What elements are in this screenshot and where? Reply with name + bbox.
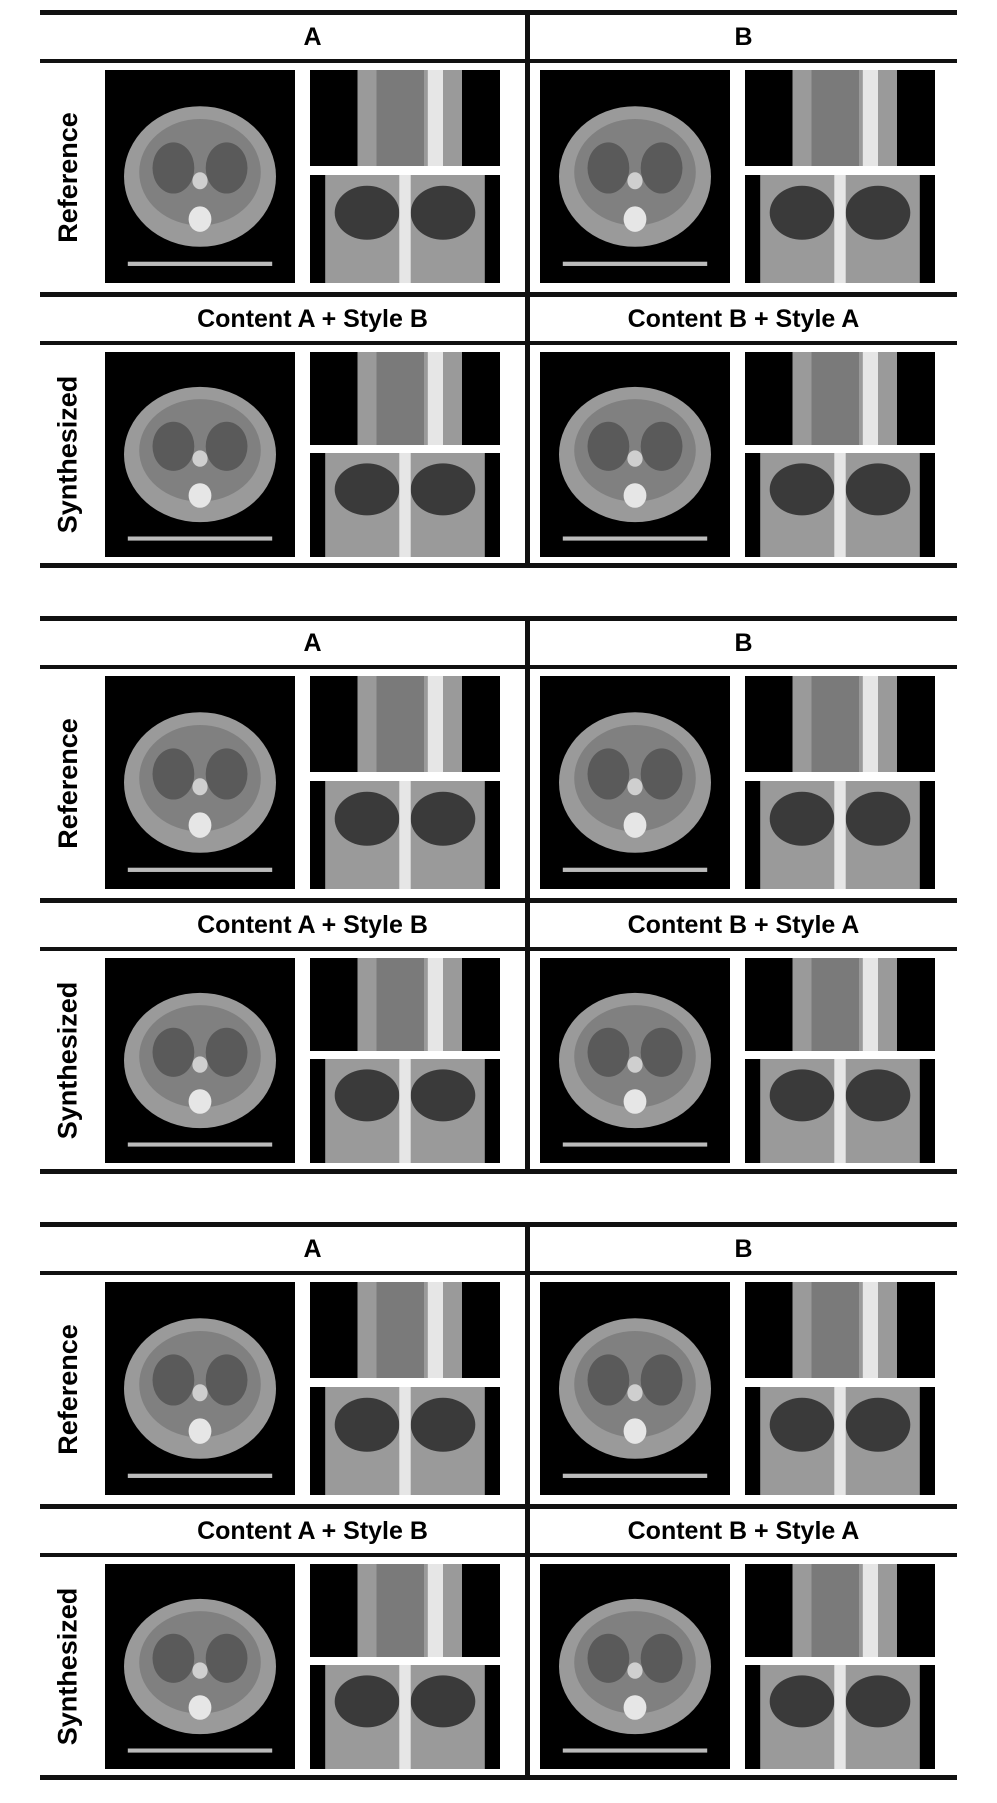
- subheader-content-b-style-a: Content B + Style A: [627, 305, 860, 333]
- row-label-reference: Reference: [52, 718, 83, 849]
- axial-ct-scan: [105, 676, 295, 889]
- coronal-ct-scan: [310, 1059, 500, 1163]
- sagittal-ct-scan: [745, 352, 935, 445]
- sagittal-ct-scan: [745, 1564, 935, 1657]
- sagittal-ct-scan: [310, 352, 500, 445]
- row-label-synthesized: Synthesized: [52, 375, 83, 533]
- column-header-a: A: [303, 1235, 322, 1263]
- subheader-content-a-style-b: Content A + Style B: [197, 911, 428, 939]
- figure-block-2: A B Reference: [40, 616, 957, 1174]
- axial-ct-scan: [540, 70, 730, 283]
- sagittal-ct-scan: [310, 70, 500, 166]
- column-header-b: B: [734, 23, 753, 51]
- figure-block-1: A B Reference: [40, 10, 957, 568]
- coronal-ct-scan: [745, 781, 935, 889]
- coronal-ct-scan: [310, 781, 500, 889]
- coronal-ct-scan: [310, 1665, 500, 1769]
- row-label-synthesized: Synthesized: [52, 981, 83, 1139]
- figure-block-3: A B Reference: [40, 1222, 957, 1780]
- subheader-rule: [40, 947, 957, 951]
- coronal-ct-scan: [310, 453, 500, 557]
- axial-ct-scan: [540, 676, 730, 889]
- axial-ct-scan: [105, 1564, 295, 1769]
- sagittal-ct-scan: [310, 1282, 500, 1378]
- top-rule: [40, 616, 957, 621]
- sagittal-ct-scan: [310, 1564, 500, 1657]
- coronal-ct-scan: [745, 175, 935, 283]
- header-rule: [40, 1271, 957, 1275]
- header-rule: [40, 59, 957, 63]
- section-rule: [40, 1504, 957, 1509]
- column-header-b: B: [734, 629, 753, 657]
- sagittal-ct-scan: [310, 958, 500, 1051]
- sagittal-ct-scan: [745, 676, 935, 772]
- axial-ct-scan: [105, 958, 295, 1163]
- subheader-rule: [40, 1553, 957, 1557]
- column-divider: [525, 10, 530, 568]
- column-divider: [525, 1222, 530, 1780]
- section-rule: [40, 292, 957, 297]
- column-divider: [525, 616, 530, 1174]
- column-header-a: A: [303, 629, 322, 657]
- sagittal-ct-scan: [310, 676, 500, 772]
- sagittal-ct-scan: [745, 1282, 935, 1378]
- coronal-ct-scan: [745, 1387, 935, 1495]
- coronal-ct-scan: [310, 1387, 500, 1495]
- axial-ct-scan: [540, 1564, 730, 1769]
- coronal-ct-scan: [745, 1665, 935, 1769]
- bottom-rule: [40, 1169, 957, 1174]
- subheader-content-b-style-a: Content B + Style A: [627, 1517, 860, 1545]
- subheader-content-a-style-b: Content A + Style B: [197, 305, 428, 333]
- axial-ct-scan: [105, 1282, 295, 1495]
- axial-ct-scan: [540, 1282, 730, 1495]
- header-rule: [40, 665, 957, 669]
- row-label-reference: Reference: [52, 112, 83, 243]
- subheader-content-b-style-a: Content B + Style A: [627, 911, 860, 939]
- row-label-synthesized: Synthesized: [52, 1587, 83, 1745]
- axial-ct-scan: [105, 70, 295, 283]
- section-rule: [40, 898, 957, 903]
- axial-ct-scan: [105, 352, 295, 557]
- subheader-content-a-style-b: Content A + Style B: [197, 1517, 428, 1545]
- coronal-ct-scan: [745, 1059, 935, 1163]
- sagittal-ct-scan: [745, 958, 935, 1051]
- subheader-rule: [40, 341, 957, 345]
- coronal-ct-scan: [745, 453, 935, 557]
- bottom-rule: [40, 1775, 957, 1780]
- top-rule: [40, 10, 957, 15]
- axial-ct-scan: [540, 352, 730, 557]
- top-rule: [40, 1222, 957, 1227]
- row-label-reference: Reference: [52, 1324, 83, 1455]
- bottom-rule: [40, 563, 957, 568]
- axial-ct-scan: [540, 958, 730, 1163]
- column-header-b: B: [734, 1235, 753, 1263]
- coronal-ct-scan: [310, 175, 500, 283]
- sagittal-ct-scan: [745, 70, 935, 166]
- column-header-a: A: [303, 23, 322, 51]
